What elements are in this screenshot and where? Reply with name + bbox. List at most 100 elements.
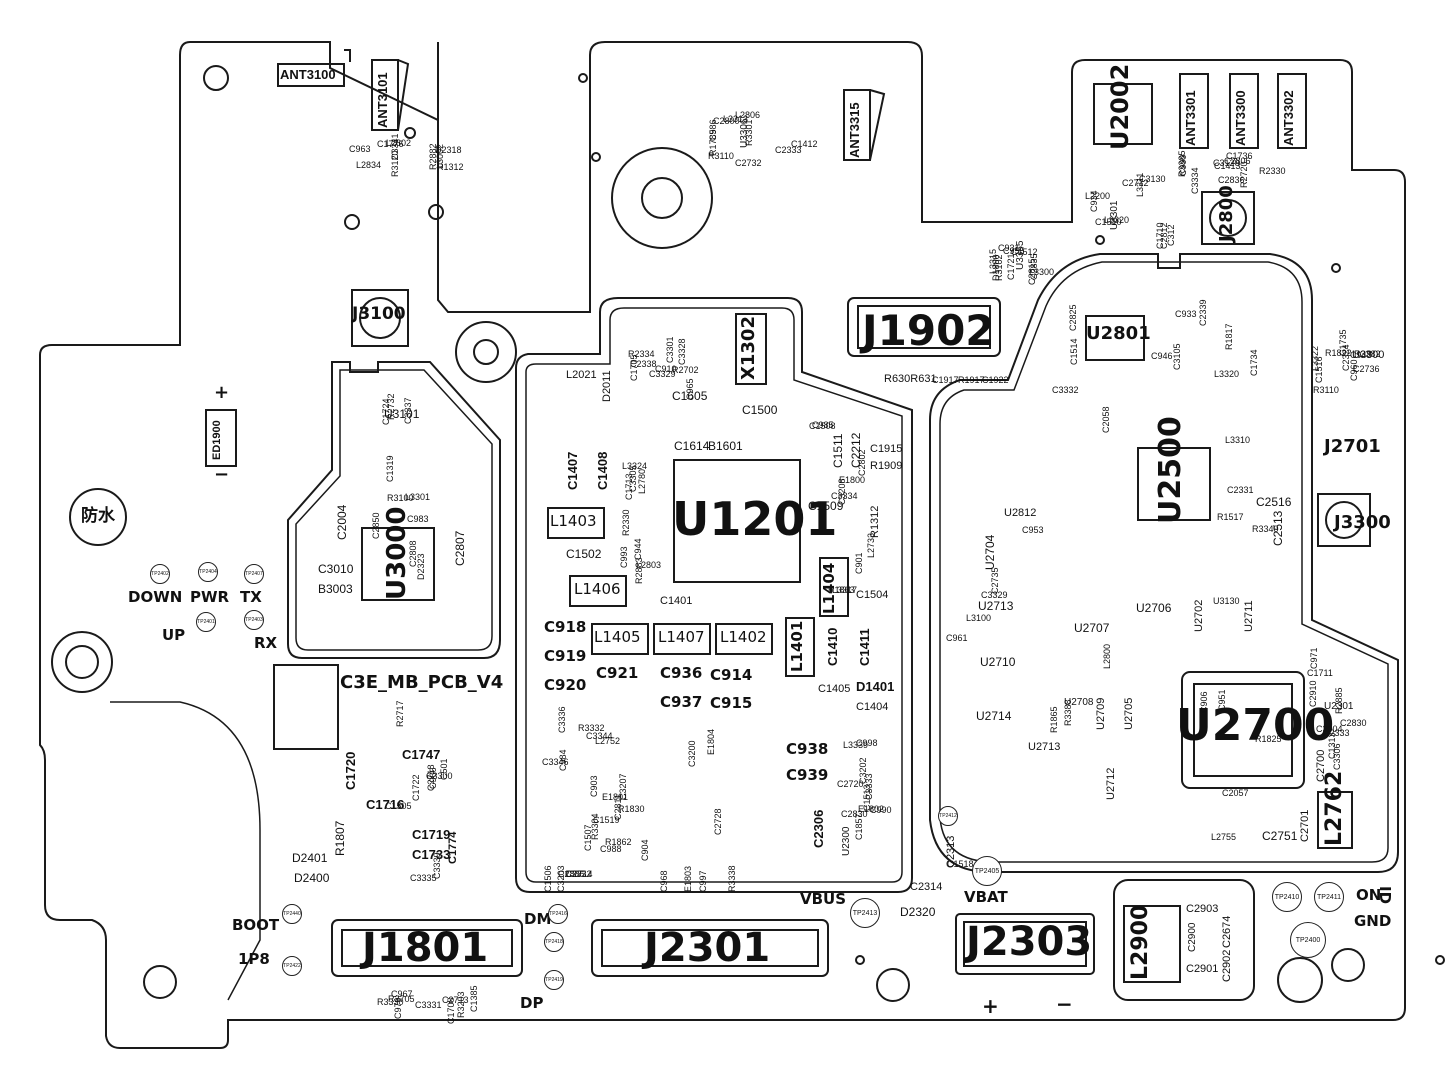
test-point-tp2400[interactable]: TP2400	[1290, 922, 1326, 958]
connector-j3100: J3100	[352, 304, 406, 324]
test-point-tp2422[interactable]: TP2422	[282, 956, 302, 976]
small-component-label: C2338	[630, 359, 657, 369]
small-component-label: E1804	[706, 728, 716, 755]
test-point-tp2401[interactable]: TP2401	[196, 612, 216, 632]
small-component-label: L2752	[595, 736, 621, 746]
small-component-label: C2058	[1101, 406, 1111, 433]
cap-c1401: C1401	[660, 595, 693, 607]
small-component-label: C967	[391, 989, 413, 999]
antenna-ant3300: ANT3300	[1233, 90, 1248, 146]
cap-c2751: C2751	[1262, 829, 1298, 843]
small-component-label: C1508	[809, 421, 836, 431]
cap-c1511: C1511	[831, 433, 845, 468]
test-point-tp2412[interactable]: TP2412	[938, 806, 958, 826]
small-component-label: C1724	[381, 398, 391, 425]
small-component-label: R1312	[437, 162, 464, 172]
chip-u2702: U2702	[1193, 599, 1205, 632]
chip-u2301: U2301	[1324, 701, 1354, 712]
small-component-label: C1518	[947, 859, 974, 869]
small-component-label: C3331	[415, 1000, 442, 1010]
diode-d2320: D2320	[900, 905, 936, 919]
small-component-label: C985	[812, 420, 834, 430]
test-point-tp2403[interactable]: TP2403	[244, 610, 264, 630]
inductor-l1406: L1406	[574, 580, 621, 598]
pin-label-tx: TX	[240, 588, 262, 606]
j2303-outline	[955, 913, 1095, 975]
cap-c1922: C1922	[982, 375, 1009, 385]
inductor-l1401: L1401	[788, 620, 806, 672]
shield-right	[929, 253, 1399, 873]
small-component-label: C2333	[775, 145, 802, 155]
cap-c2674: C2674	[1221, 915, 1233, 948]
test-point-tp2407[interactable]: TP2407	[244, 564, 264, 584]
small-component-label: E1800	[839, 475, 866, 485]
small-component-label: D1800	[991, 254, 1001, 281]
chip-u2812: U2812	[1004, 507, 1037, 519]
small-component-label: C3335	[410, 873, 437, 883]
small-component-label: R2702	[672, 365, 699, 375]
board-name: C3E_MB_PCB_V4	[340, 672, 504, 693]
ed-plus: +	[214, 382, 230, 403]
test-point-tp2440[interactable]: TP2440	[282, 904, 302, 924]
small-component-label: C1512	[1011, 247, 1038, 257]
connector-j1801: J1801	[362, 925, 489, 971]
small-component-label: C1506	[543, 865, 553, 892]
small-component-label: C3200	[687, 740, 697, 767]
resistor-r1807: R1807	[333, 820, 347, 856]
small-component-label: E1802	[858, 804, 885, 814]
chip-u2712: U2712	[1105, 767, 1117, 800]
small-component-label: C965	[685, 378, 695, 400]
connector-j2701: J2701	[1324, 436, 1381, 457]
small-component-label: C997	[698, 870, 708, 892]
small-component-label: C998	[856, 738, 878, 748]
small-component-label: C3334	[831, 491, 858, 501]
small-component-label: C933	[1175, 309, 1197, 319]
small-component-label: C3329	[649, 369, 676, 379]
small-component-label: C2836	[1218, 175, 1245, 185]
diode-d2400: D2400	[294, 871, 330, 885]
small-component-label: C971	[1309, 647, 1319, 669]
small-component-label: C999	[1178, 154, 1188, 176]
inductor-l1405: L1405	[594, 628, 641, 646]
small-component-label: C3332	[1052, 385, 1079, 395]
cap-c1747: C1747	[402, 747, 441, 762]
small-component-label: C903	[589, 775, 599, 797]
small-component-label: R2885	[1334, 687, 1344, 714]
small-component-label: E1803	[683, 865, 693, 892]
cap-c1404: C1404	[856, 701, 889, 713]
cap-c1605: C1605	[672, 389, 708, 403]
connector-j1902: J1902	[862, 306, 995, 355]
small-component-label: C3130	[1139, 174, 1166, 184]
small-component-label: C3329	[981, 590, 1008, 600]
test-point-tp2402[interactable]: TP2402	[150, 564, 170, 584]
small-component-label: C3334	[1190, 167, 1200, 194]
small-component-label: C2835	[558, 869, 585, 879]
small-component-label: C968	[659, 870, 669, 892]
chip-u2710: U2710	[980, 655, 1016, 669]
small-component-label: C2735	[990, 567, 1000, 594]
cap-c2902: C2902	[1221, 949, 1233, 982]
small-component-label: R1865	[1049, 706, 1059, 733]
chip-u2708: U2708	[1064, 697, 1094, 708]
small-component-label: C2815	[1027, 258, 1037, 285]
small-component-label: C990	[870, 805, 892, 815]
small-component-label: C3336	[557, 706, 567, 733]
small-component-label: C3328	[677, 338, 687, 365]
test-point-tp2419[interactable]: TP2419	[544, 970, 564, 990]
test-point-tp2413[interactable]: TP2413	[850, 898, 880, 928]
test-point-tp2416[interactable]: TP2416	[548, 904, 568, 924]
small-component-label: C3332	[565, 869, 592, 879]
small-component-label: C1514	[1069, 338, 1079, 365]
test-point-tp2418[interactable]: TP2418	[544, 932, 564, 952]
small-component-label: C2830	[1340, 718, 1367, 728]
small-component-label: C3004	[1316, 724, 1343, 734]
test-point-tp2411[interactable]: TP2411	[1314, 882, 1344, 912]
inductor-l2762: L2762	[1322, 770, 1347, 846]
test-point-tp2404[interactable]: TP2404	[198, 562, 218, 582]
test-point-tp2410[interactable]: TP2410	[1272, 882, 1302, 912]
small-component-label: C3344	[586, 731, 613, 741]
pin-label-1p8: 1P8	[238, 950, 270, 968]
small-component-label: R2330	[1259, 166, 1286, 176]
small-component-label: C979	[393, 997, 403, 1019]
test-point-tp2405[interactable]: TP2405	[972, 856, 1002, 886]
